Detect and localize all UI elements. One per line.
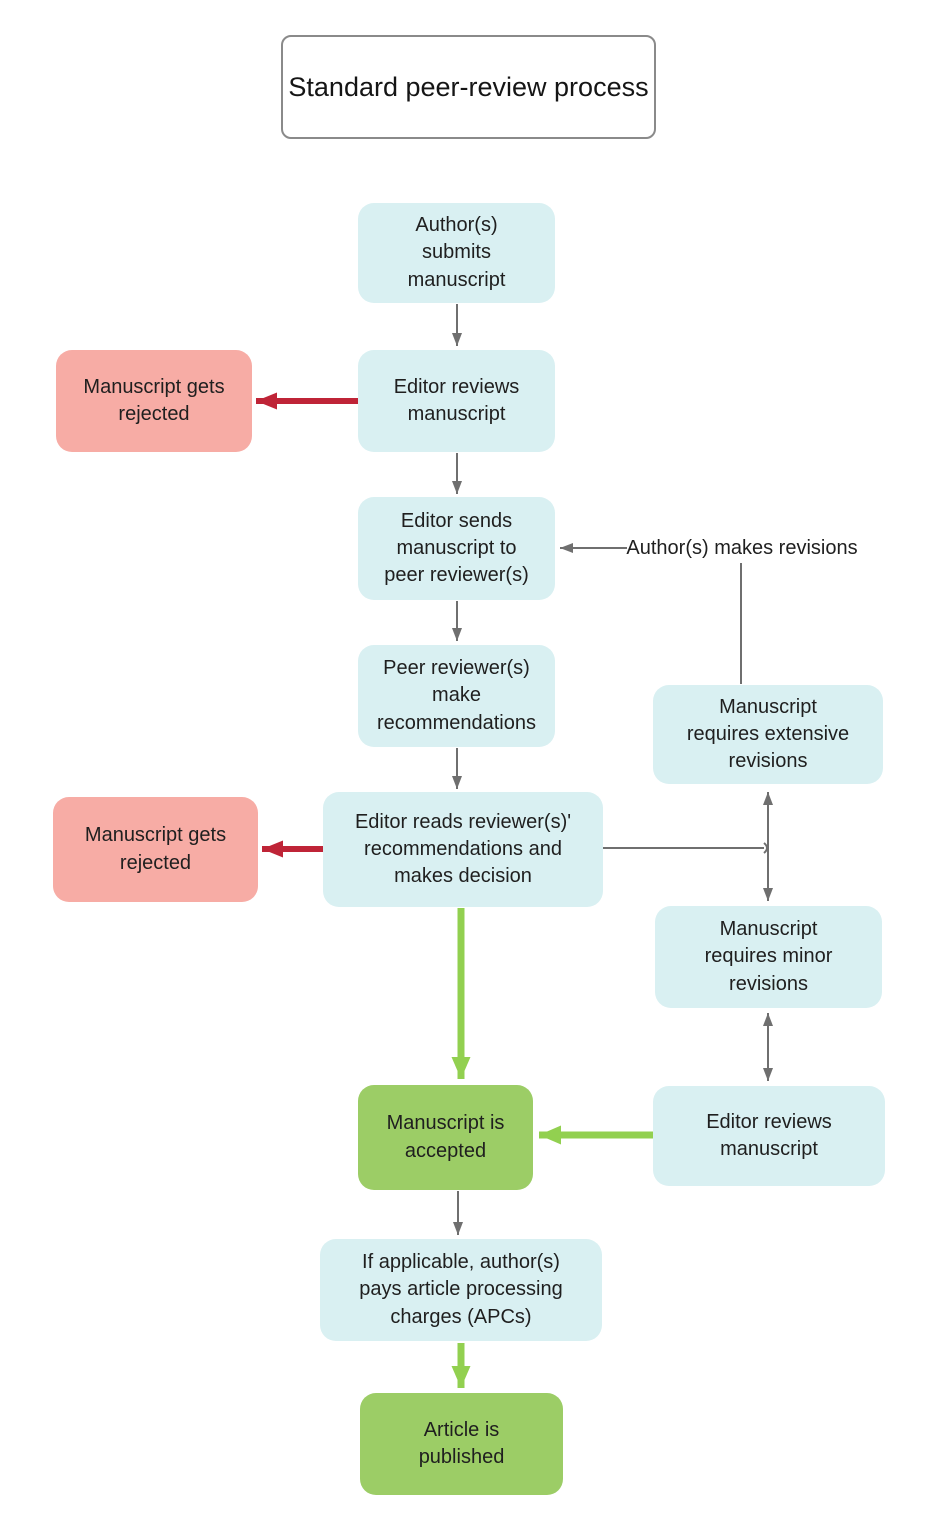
node-editor-reviews-1: Editor reviews manuscript [358, 350, 555, 452]
title-box: Standard peer-review process [281, 35, 656, 139]
junction-bracket [763, 842, 768, 854]
node-editor-decision: Editor reads reviewer(s)' recommendation… [323, 792, 603, 907]
node-minor-revisions: Manuscript requires minor revisions [655, 906, 882, 1008]
node-manuscript-accepted: Manuscript is accepted [358, 1085, 533, 1190]
node-apc: If applicable, author(s) pays article pr… [320, 1239, 602, 1341]
node-peer-reviewers-recommend: Peer reviewer(s) make recommendations [358, 645, 555, 747]
node-editor-reviews-2: Editor reviews manuscript [653, 1086, 885, 1186]
node-article-published: Article is published [360, 1393, 563, 1495]
node-editor-sends: Editor sends manuscript to peer reviewer… [358, 497, 555, 600]
node-manuscript-rejected-2: Manuscript gets rejected [53, 797, 258, 902]
node-author-submits: Author(s) submits manuscript [358, 203, 555, 303]
label-author-revisions: Author(s) makes revisions [626, 536, 858, 559]
node-manuscript-rejected-1: Manuscript gets rejected [56, 350, 252, 452]
node-extensive-revisions: Manuscript requires extensive revisions [653, 685, 883, 784]
